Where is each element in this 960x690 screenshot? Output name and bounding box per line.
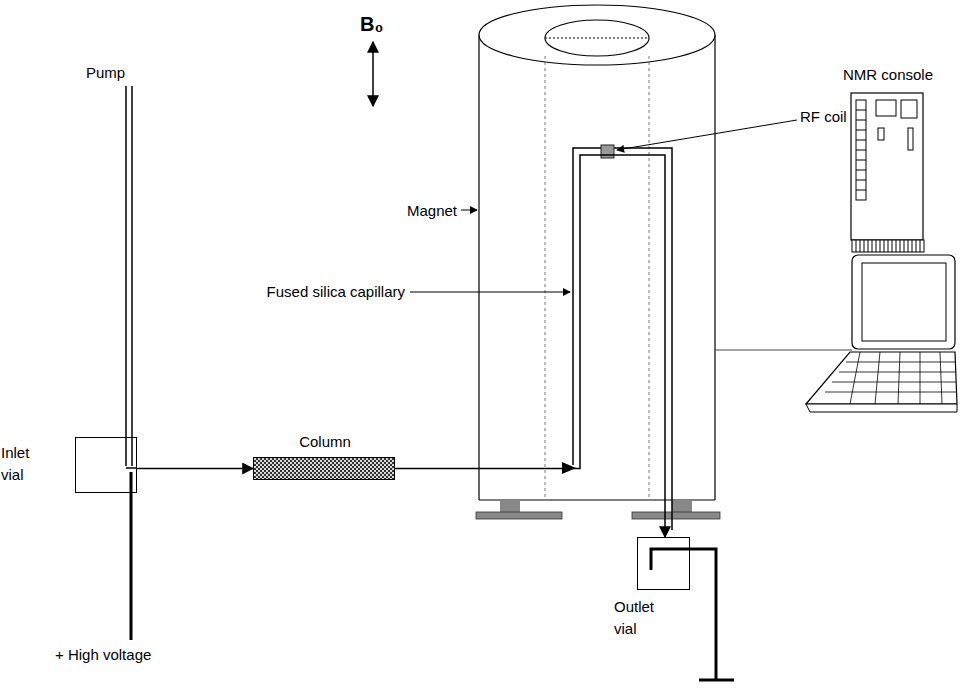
laptop-keys <box>825 352 956 404</box>
flow-line <box>395 155 665 537</box>
vial-box: Outlet vial <box>637 537 690 590</box>
drive-bays <box>856 110 866 190</box>
node-label: Column <box>254 431 396 453</box>
field-symbol: B₀ <box>360 13 383 35</box>
base-plate <box>632 512 720 519</box>
field-arrow <box>372 42 374 106</box>
column-box: Column <box>253 457 395 480</box>
tower-panel <box>878 128 884 140</box>
leader-line <box>617 120 797 150</box>
tower-panel <box>876 100 896 116</box>
label-holder: Magnet <box>407 202 457 220</box>
leader-line <box>410 292 570 293</box>
magnet-top <box>479 5 715 65</box>
label-holder: NMR console <box>843 66 933 84</box>
laptop-screen <box>852 255 955 349</box>
magnet-foot <box>500 500 520 512</box>
magnet-cylinder <box>476 5 720 519</box>
tower-panel <box>901 100 917 118</box>
connector-strip <box>856 240 920 252</box>
vial-box: Inlet vial <box>75 437 137 493</box>
rf-coil-symbol <box>601 145 614 158</box>
label-holder: B₀ <box>360 12 383 36</box>
label-holder: Pump <box>86 64 125 82</box>
drive-bays <box>856 100 866 200</box>
connector-strip <box>852 240 924 252</box>
capillary-wall <box>573 148 672 530</box>
bore-line <box>545 56 546 500</box>
console-cable <box>715 350 852 351</box>
bore-opening <box>545 20 649 56</box>
part-name: NMR console <box>843 66 933 83</box>
part-name: RF coil <box>800 108 847 125</box>
label-holder: Fused silica capillary <box>267 283 405 301</box>
computer-illustration <box>806 93 957 412</box>
node-label: Inlet vial <box>1 442 46 486</box>
label-holder: + High voltage <box>55 646 151 664</box>
pump-line <box>125 86 127 466</box>
node-label: Outlet vial <box>614 596 666 640</box>
tower <box>851 93 923 240</box>
magnet-wall <box>714 35 715 500</box>
magnet-wall <box>478 35 479 500</box>
part-name: Fused silica capillary <box>267 283 405 300</box>
flow-line <box>137 468 253 470</box>
electrode-wire <box>130 472 133 640</box>
magnet-foot <box>672 500 692 512</box>
pump-line <box>126 467 137 469</box>
base-plate <box>476 512 562 519</box>
label-holder: RF coil <box>800 108 847 126</box>
bore-rim <box>545 38 649 39</box>
ground-symbol <box>699 679 734 682</box>
ground-wire <box>651 549 716 680</box>
pump-line <box>131 86 133 466</box>
laptop-base <box>806 404 957 412</box>
tower-panel <box>908 128 913 150</box>
laptop-display <box>862 263 946 341</box>
laptop-keyboard <box>806 352 957 404</box>
part-name: Pump <box>86 64 125 81</box>
part-name: Magnet <box>407 202 457 219</box>
part-name: + High voltage <box>55 646 151 663</box>
bore-line <box>649 56 650 500</box>
leader-line <box>461 210 477 211</box>
